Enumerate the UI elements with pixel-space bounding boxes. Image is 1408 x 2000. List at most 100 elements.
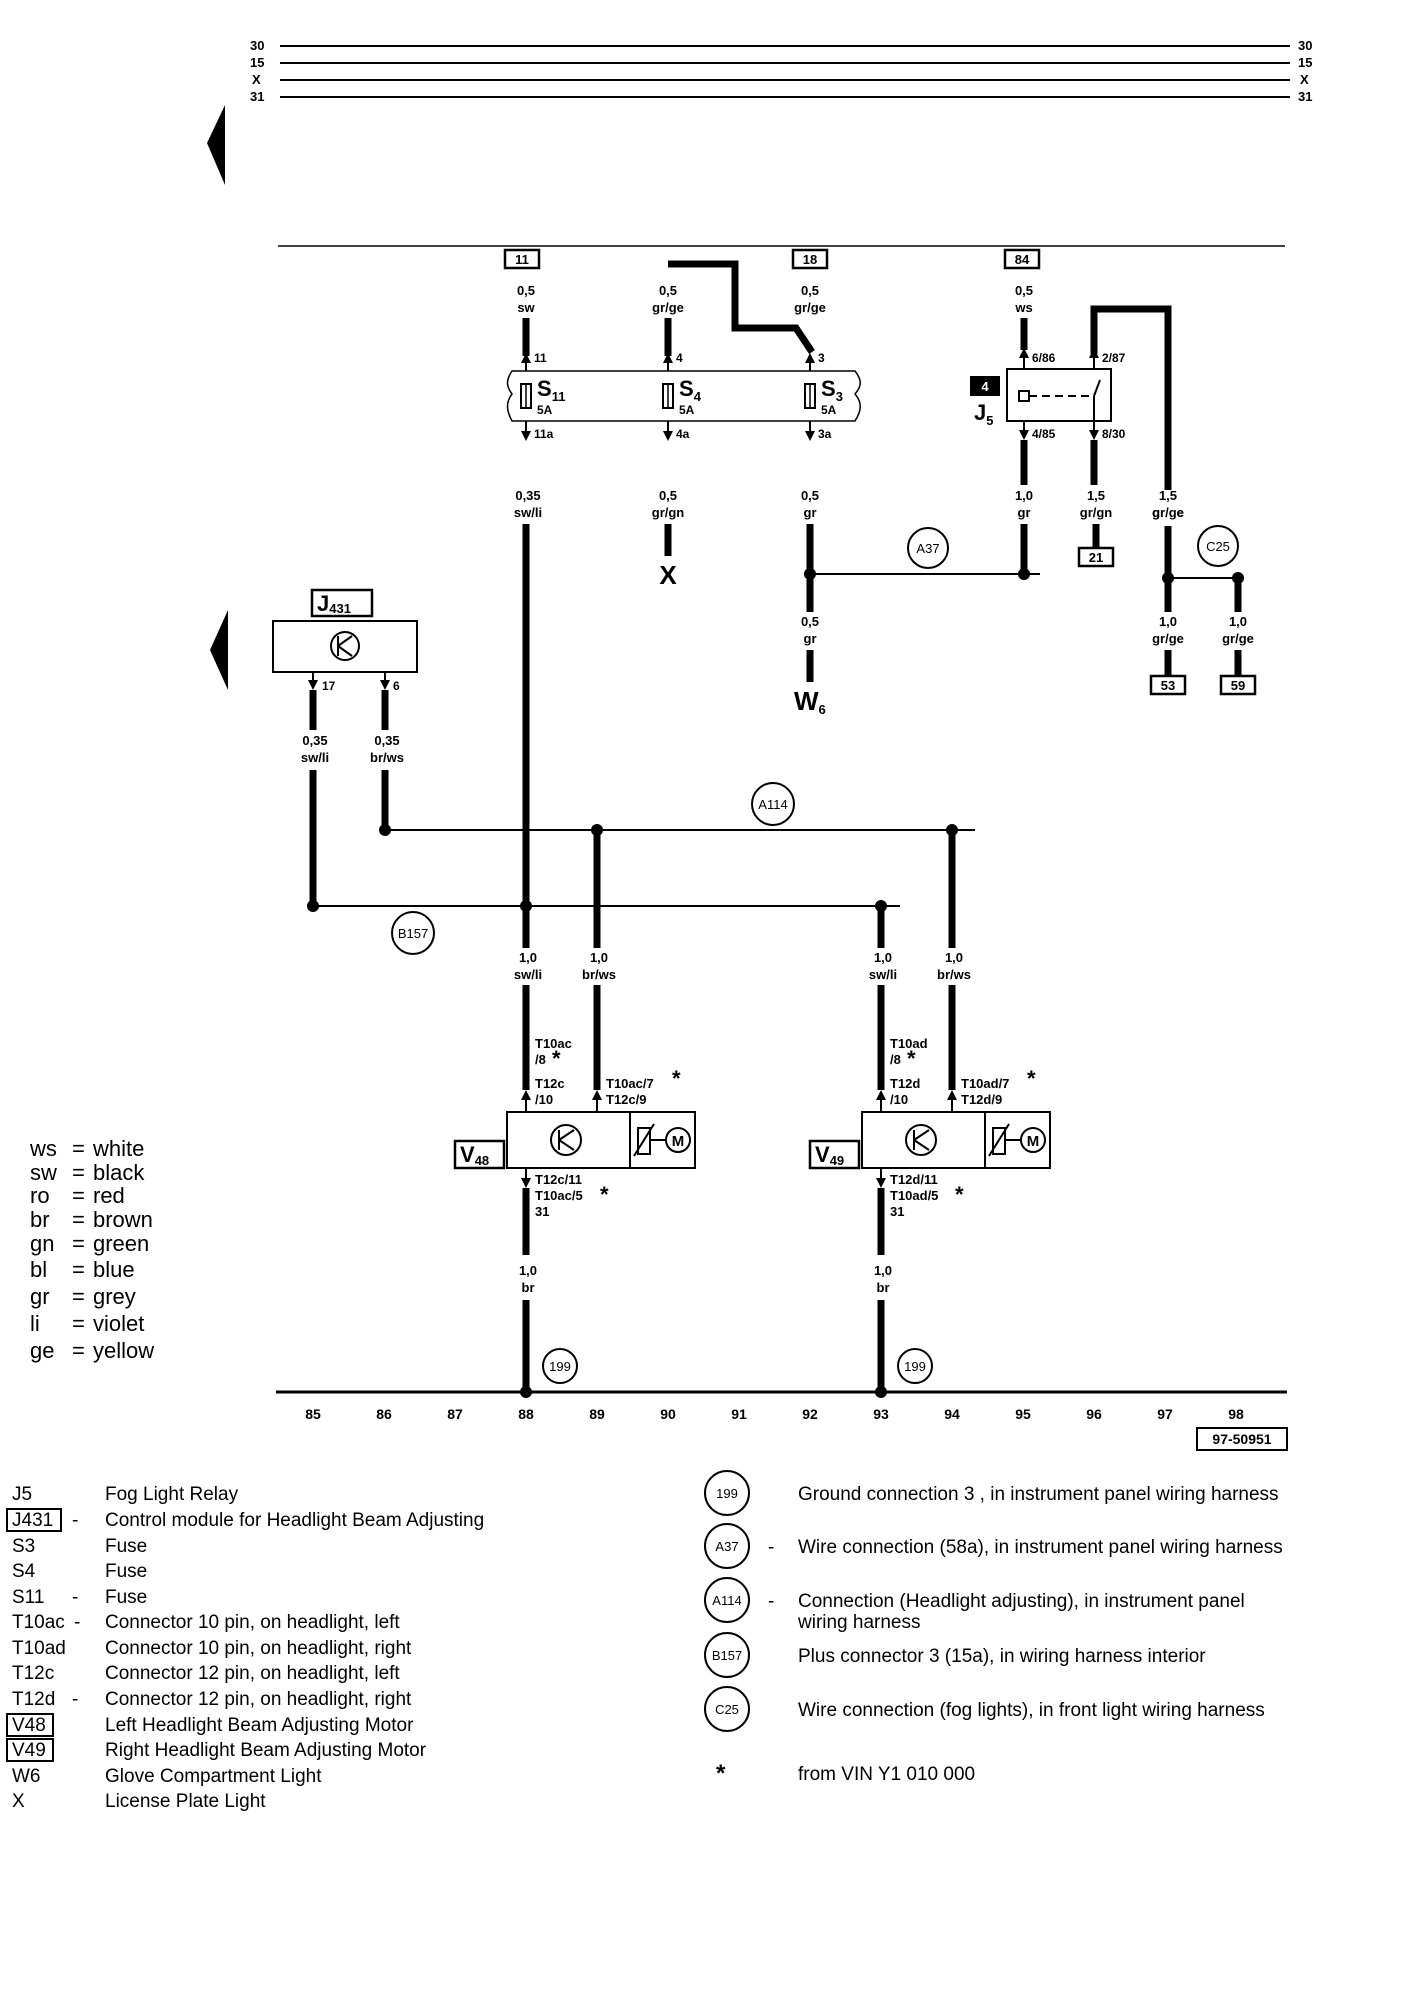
legend-code: S4 <box>12 1561 36 1582</box>
power-rails: 30 15 X 31 30 15 X 31 <box>250 38 1312 104</box>
w6-gauge: 0,5 <box>801 614 819 629</box>
grid-number: 90 <box>660 1406 676 1422</box>
fuse-s4: 0,5 gr/ge 4 S4 5A 4a 0,5 gr/gn X <box>652 283 702 590</box>
legend-desc: License Plate Light <box>105 1791 266 1812</box>
grid-number: 96 <box>1086 1406 1102 1422</box>
legend-dash: - <box>768 1537 774 1558</box>
legend-desc: Fuse <box>105 1587 147 1608</box>
s3-label: S3 <box>821 376 843 404</box>
s3-top-ref: 18 <box>803 252 817 267</box>
c25-branch-1-gauge: 1,0 <box>1159 614 1177 629</box>
c25-label: C25 <box>1206 539 1230 554</box>
legend-code: J431 <box>12 1510 53 1531</box>
s4-top-color: gr/ge <box>652 300 684 315</box>
grid-number: 85 <box>305 1406 321 1422</box>
legend-symbol: 199 <box>716 1486 738 1501</box>
v48-star-2: * <box>672 1066 681 1091</box>
relay-top-ref: 84 <box>1015 252 1030 267</box>
j431-left-gauge: 0,35 <box>302 733 327 748</box>
color-key-eq: = <box>72 1207 85 1232</box>
fuse-box <box>506 370 861 422</box>
v49-out-line3: 31 <box>890 1204 904 1219</box>
legend-desc: Connector 12 pin, on headlight, left <box>105 1663 400 1684</box>
v49-star-2: * <box>1027 1066 1036 1091</box>
color-key-abbr: br <box>30 1207 50 1232</box>
connection-legend: 199 Ground connection 3 , in instrument … <box>704 1470 1283 1787</box>
color-key-meaning: yellow <box>93 1338 154 1363</box>
v48-ground-gauge: 1,0 <box>519 1263 537 1278</box>
grid-number: 86 <box>376 1406 392 1422</box>
module-page-arrow-icon[interactable] <box>210 610 228 690</box>
color-key-meaning: black <box>93 1160 145 1185</box>
connection-b157: B157 <box>307 900 900 955</box>
s4-rating: 5A <box>679 403 695 417</box>
legend-dash: - <box>72 1689 78 1710</box>
c25-feed-color: gr/ge <box>1152 505 1184 520</box>
legend-desc: Right Headlight Beam Adjusting Motor <box>105 1740 427 1761</box>
legend-desc: from VIN Y1 010 000 <box>798 1764 975 1785</box>
legend-symbol: A114 <box>712 1593 741 1608</box>
v48-in2-color: br/ws <box>582 967 616 982</box>
legend-dash: - <box>74 1612 80 1633</box>
c25-branch-2-color: gr/ge <box>1222 631 1254 646</box>
legend-desc: Connector 10 pin, on headlight, right <box>105 1638 412 1659</box>
v49-star-3: * <box>955 1182 964 1207</box>
color-key-eq: = <box>72 1338 85 1363</box>
relay-top-color: ws <box>1014 300 1032 315</box>
c25-branch-2-ref: 59 <box>1231 678 1245 693</box>
motor-v49: 1,0 sw/li 1,0 br/ws T10ad /8 * T12d /10 … <box>808 950 1051 1398</box>
glove-compartment-light-ref: W6 <box>794 686 826 717</box>
s3-top-color: gr/ge <box>794 300 826 315</box>
legend-desc: Control module for Headlight Beam Adjust… <box>105 1510 484 1531</box>
legend-desc: Connector 12 pin, on headlight, right <box>105 1689 412 1710</box>
v49-star-1: * <box>907 1046 916 1071</box>
v48-in1-gauge: 1,0 <box>519 950 537 965</box>
legend-desc: Wire connection (58a), in instrument pan… <box>798 1537 1283 1558</box>
rail-label-15-right: 15 <box>1298 55 1312 70</box>
s11-top-terminal: 11 <box>534 351 547 365</box>
relay-pin-6-86: 6/86 <box>1032 351 1056 365</box>
c25-branch-1-ref: 53 <box>1161 678 1175 693</box>
color-key-meaning: white <box>92 1136 144 1161</box>
relay-mid-ref: 21 <box>1089 550 1103 565</box>
s11-top-gauge: 0,5 <box>517 283 535 298</box>
relay-tag <box>970 376 1000 396</box>
v48-star-3: * <box>600 1182 609 1207</box>
legend-code: T12c <box>12 1663 54 1684</box>
color-key-eq: = <box>72 1136 85 1161</box>
legend-desc: Fuse <box>105 1561 147 1582</box>
v48-ground-color: br <box>522 1280 535 1295</box>
v49-in1-line3: T12d <box>890 1076 920 1091</box>
v48-in1-color: sw/li <box>514 967 542 982</box>
legend-desc: Fuse <box>105 1536 147 1557</box>
fuse-s3: 18 0,5 gr/ge 3 S3 5A 3a 0,5 gr 0,5 gr W6 <box>791 248 843 717</box>
s3-bottom-gauge: 0,5 <box>801 488 819 503</box>
color-key-eq: = <box>72 1183 85 1208</box>
c25-branch-2-gauge: 1,0 <box>1229 614 1247 629</box>
relay-left-gauge: 1,0 <box>1015 488 1033 503</box>
w6-color: gr <box>804 631 817 646</box>
color-key-meaning: violet <box>93 1311 144 1336</box>
relay-pin-2-87: 2/87 <box>1102 351 1126 365</box>
relay-left-color: gr <box>1018 505 1031 520</box>
color-key-abbr: gr <box>30 1284 50 1309</box>
v49-in2-line2: T12d/9 <box>961 1092 1002 1107</box>
color-key-meaning: red <box>93 1183 125 1208</box>
v48-in1-line3: T12c <box>535 1076 565 1091</box>
grid-number: 93 <box>873 1406 889 1422</box>
color-key-abbr: ge <box>30 1338 54 1363</box>
legend-code: T10ad <box>12 1638 66 1659</box>
s11-top-ref: 11 <box>515 252 529 267</box>
v48-in1-line2: /8 <box>535 1052 546 1067</box>
grid-number: 92 <box>802 1406 818 1422</box>
grid-number: 87 <box>447 1406 463 1422</box>
s4-bottom-color: gr/gn <box>652 505 685 520</box>
j431-right-gauge: 0,35 <box>374 733 399 748</box>
c25-feed-gauge: 1,5 <box>1159 488 1177 503</box>
v49-in2-line1: T10ad/7 <box>961 1076 1009 1091</box>
grid-number: 98 <box>1228 1406 1244 1422</box>
connection-c25: 1,5 gr/ge C25 1,0 gr/ge 53 1,0 gr/ge 59 <box>1149 488 1257 696</box>
color-key-abbr: gn <box>30 1231 54 1256</box>
prev-page-arrow-icon[interactable] <box>207 105 225 185</box>
